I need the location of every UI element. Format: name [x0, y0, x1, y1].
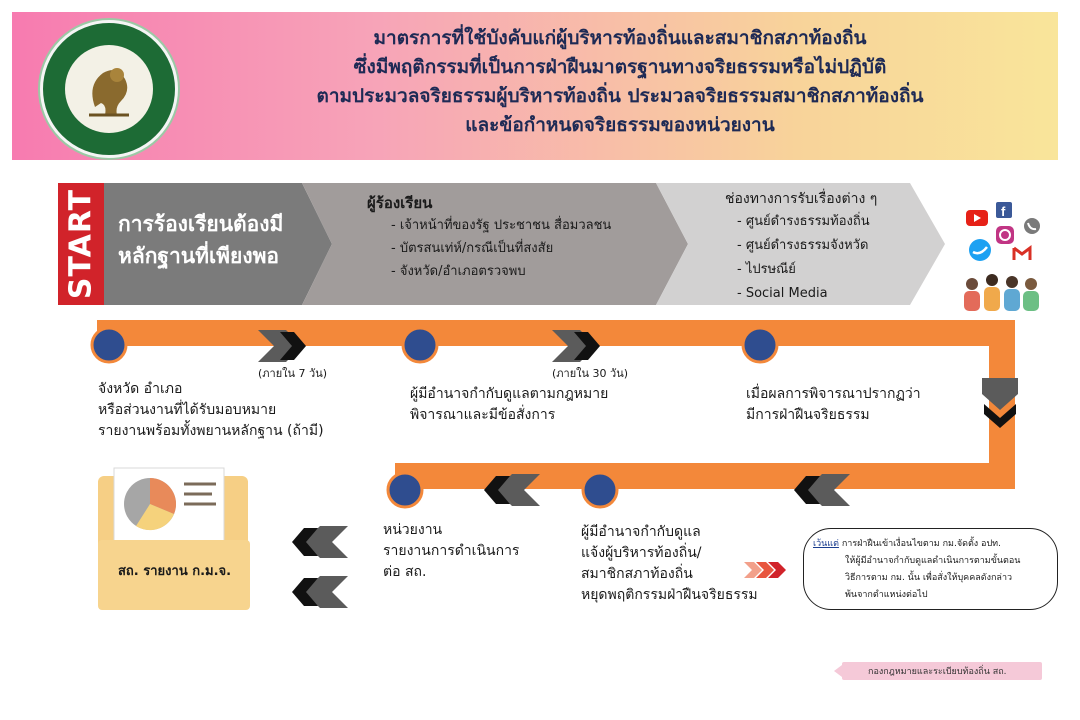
exception-prefix: เว้นแต่ — [813, 539, 839, 549]
exception-box — [803, 528, 1058, 610]
complainant-chevron — [302, 183, 688, 305]
thirty-days-label: (ภายใน 30 วัน) — [552, 367, 629, 380]
complainant-box: ผู้ร้องเรียน - เจ้าหน้าที่ของรัฐ ประชาชน… — [367, 192, 611, 283]
step-3-line-2: มีการฝ่าฝืนจริยธรรม — [746, 407, 870, 423]
node-4 — [581, 471, 619, 509]
chevron-down-icon — [982, 378, 1018, 428]
start-chevron — [104, 183, 332, 305]
channels-item-4: - Social Media — [737, 286, 828, 301]
step-1-line-3: รายงานพร้อมทั้งพยานหลักฐาน (ถ้ามี) — [98, 423, 324, 439]
footer-source: กองกฎหมายและระเบียบท้องถิ่น สถ. — [868, 667, 1007, 677]
chevron-left-icon — [484, 474, 540, 506]
step-4-line-1: ผู้มีอำนาจกำกับดูแล — [581, 524, 701, 540]
chevron-right-icon — [258, 330, 306, 362]
step-4-line-2: แจ้งผู้บริหารท้องถิ่น/ — [581, 545, 702, 561]
node-5 — [386, 471, 424, 509]
channels-title: ช่องทางการรับเรื่องต่าง ๆ — [725, 191, 878, 207]
pie-chart-icon — [124, 478, 176, 531]
people-group-icon — [964, 274, 1039, 311]
step-1-line-2: หรือส่วนงานที่ได้รับมอบหมาย — [98, 402, 277, 418]
node-3 — [741, 326, 779, 364]
chevron-right-icon — [744, 562, 786, 578]
chevron-left-icon — [794, 474, 850, 506]
step-2-line-2: พิจารณาและมีข้อสั่งการ — [410, 407, 556, 423]
step-5-line-3: ต่อ สถ. — [383, 564, 427, 580]
footer-tag-tip — [834, 665, 842, 677]
start-label: START — [58, 183, 104, 305]
channels-chevron — [656, 183, 945, 305]
page-title: มาตรการที่ใช้บังคับแก่ผู้บริหารท้องถิ่นแ… — [190, 24, 1050, 140]
channels-item-1: - ศูนย์ดำรงธรรมท้องถิ่น — [737, 214, 870, 229]
department-logo — [40, 20, 178, 158]
step-3-line-1: เมื่อผลการพิจารณาปรากฏว่า — [746, 386, 921, 402]
channels-item-3: - ไปรษณีย์ — [737, 262, 796, 277]
exception-line-2: ให้ผู้มีอำนาจกำกับดูแลดำเนินการตามขั้นตอ… — [845, 556, 1021, 566]
step-5-line-2: รายงานการดำเนินการ — [383, 543, 520, 559]
twitter-icon — [969, 239, 991, 261]
start-text-line-2: หลักฐานที่เพียงพอ — [118, 244, 280, 268]
chevron-right-icon — [552, 330, 600, 362]
channels-box: ช่องทางการรับเรื่องต่าง ๆ - ศูนย์ดำรงธรร… — [725, 188, 877, 306]
facebook-icon — [996, 202, 1012, 218]
node-1 — [90, 326, 128, 364]
folder-report-icon — [98, 467, 250, 610]
chevron-left-icon — [292, 526, 348, 558]
exception-line-3: วิธีการตาม กม. นั้น เพื่อสั่งให้บุคคลดัง… — [845, 573, 1013, 583]
chevron-left-icon — [292, 576, 348, 608]
gmail-icon — [1012, 245, 1032, 260]
social-icons: f — [964, 202, 1040, 311]
title-line-3: ตามประมวลจริยธรรมผู้บริหารท้องถิ่น ประมว… — [316, 85, 924, 107]
step-4-line-3: สมาชิกสภาท้องถิ่น — [581, 566, 693, 582]
step-3-text: เมื่อผลการพิจารณาปรากฏว่า มีการฝ่าฝืนจริ… — [746, 384, 921, 426]
step-1-line-1: จังหวัด อำเภอ — [98, 381, 183, 397]
svg-text:f: f — [1001, 204, 1006, 219]
title-line-4: และข้อกำหนดจริยธรรมของหน่วยงาน — [465, 114, 775, 136]
start-text-line-1: การร้องเรียนต้องมี — [118, 212, 284, 236]
step-2-text: ผู้มีอำนาจกำกับดูแลตามกฎหมาย พิจารณาและม… — [410, 384, 608, 426]
complainant-item-3: - จังหวัด/อำเภอตรวจพบ — [391, 264, 526, 279]
step-4-line-4: หยุดพฤติกรรมฝ่าฝืนจริยธรรม — [581, 587, 758, 603]
seven-days-label: (ภายใน 7 วัน) — [258, 367, 328, 380]
exception-line-1: การฝ่าฝืนเข้าเงื่อนไขตาม กม.จัดตั้ง อปท. — [841, 539, 1001, 549]
step-2-line-1: ผู้มีอำนาจกำกับดูแลตามกฎหมาย — [410, 386, 609, 402]
step-4-text: ผู้มีอำนาจกำกับดูแล แจ้งผู้บริหารท้องถิ่… — [581, 522, 758, 606]
step-1-text: จังหวัด อำเภอ หรือส่วนงานที่ได้รับมอบหมา… — [98, 379, 324, 442]
step-5-line-1: หน่วยงาน — [383, 522, 443, 538]
title-line-1: มาตรการที่ใช้บังคับแก่ผู้บริหารท้องถิ่นแ… — [373, 27, 867, 49]
title-line-2: ซึ่งมีพฤติกรรมที่เป็นการฝ่าฝืนมาตรฐานทาง… — [353, 56, 887, 78]
complainant-item-1: - เจ้าหน้าที่ของรัฐ ประชาชน สื่อมวลชน — [391, 218, 612, 233]
node-2 — [401, 326, 439, 364]
exception-text: เว้นแต่ การฝ่าฝืนเข้าเงื่อนไขตาม กม.จัดต… — [813, 536, 1020, 604]
header-banner — [12, 12, 1058, 160]
report-label: สถ. รายงาน ก.ม.จ. — [118, 564, 232, 579]
complainant-item-2: - บัตรสนเท่ห์/กรณีเป็นที่สงสัย — [391, 241, 554, 256]
exception-line-4: พ้นจากตำแหน่งต่อไป — [845, 590, 928, 600]
start-text: การร้องเรียนต้องมี หลักฐานที่เพียงพอ — [118, 208, 283, 272]
step-5-text: หน่วยงาน รายงานการดำเนินการ ต่อ สถ. — [383, 520, 519, 583]
footer-tag — [842, 662, 1042, 680]
channels-item-2: - ศูนย์ดำรงธรรมจังหวัด — [737, 238, 869, 253]
complainant-title: ผู้ร้องเรียน — [367, 194, 433, 212]
instagram-icon — [996, 226, 1014, 244]
